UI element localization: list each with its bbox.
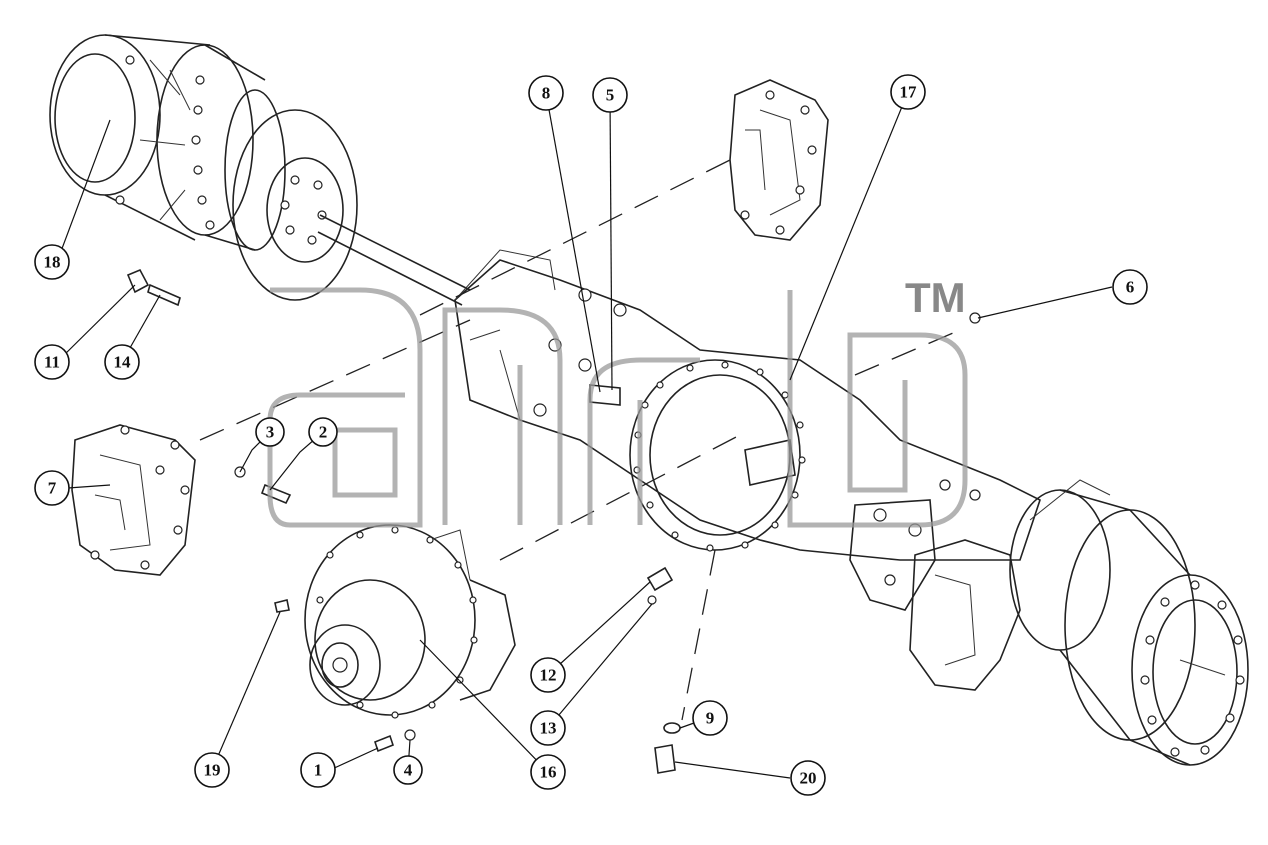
callout-label: 19 [204,761,221,780]
callout-2: 2 [308,417,338,447]
fitting-part-2 [260,483,292,505]
callout-label: 2 [319,423,328,442]
callout-label: 16 [540,763,557,782]
o-ring-part-7 [663,722,681,734]
fitting-part-12 [646,566,674,592]
callout-label: 17 [900,83,918,102]
nut-part-4 [404,729,416,741]
callout-label: 5 [606,86,615,105]
axle-housing [454,249,1041,611]
callout-6: 6 [1112,269,1148,305]
callout-label: 14 [114,353,132,372]
watermark-tm: TM [905,274,966,321]
callout-label: 20 [800,769,817,788]
flange-bolt-ring [633,361,806,552]
callout-13: 13 [530,710,566,746]
callout-label: 11 [44,353,60,372]
callout-16: 17 [890,74,926,110]
callout-17: 18 [34,244,70,280]
bolt-part-11 [126,268,150,294]
assembly-lines [199,159,961,721]
callout-label: 8 [542,84,551,103]
callout-label: 3 [266,423,275,442]
right-hub-bolt-ring [1140,580,1245,757]
callout-9: 8 [528,75,564,111]
callout-label: 4 [404,761,413,780]
callout-5: 5 [592,77,628,113]
callout-8: 7 [34,470,70,506]
callout-14: 14 [104,344,140,380]
right-wheel-hub [909,479,1249,766]
left-brake-caliper [71,424,196,576]
callout-label: 7 [48,479,57,498]
nameplate-part-5 [589,384,621,406]
callout-label: 13 [540,719,557,738]
drain-plug-part-20 [654,744,676,774]
callout-19: 19 [194,752,230,788]
callout-1: 1 [300,752,336,788]
left-axle-shaft [317,214,471,306]
seal-part-13 [647,595,657,605]
upper-right-brake-caliper [729,79,829,241]
callout-label: 6 [1126,278,1135,297]
left-brake-disc [232,109,358,301]
leader-lines [56,91,1113,779]
callout-18: 16 [530,754,566,790]
left-wheel-hub [49,34,286,251]
callout-12: 12 [530,657,566,693]
pin-part-14 [147,283,181,307]
left-hub-bolt-ring [115,55,215,230]
callout-label: 18 [44,253,61,272]
watermark-logo: TM [267,274,968,528]
callout-4: 4 [393,755,423,785]
callout-label: 1 [314,761,323,780]
small-fasteners [126,268,981,774]
differential-carrier [304,524,516,719]
callout-label: 12 [540,666,557,685]
callout-3: 3 [255,417,285,447]
callout-label: 9 [706,709,715,728]
callout-20: 20 [790,760,826,796]
callout-11: 11 [34,344,70,380]
plug-part-19 [274,599,290,613]
carrier-bolt-ring [316,526,478,719]
callout-7: 9 [692,700,728,736]
